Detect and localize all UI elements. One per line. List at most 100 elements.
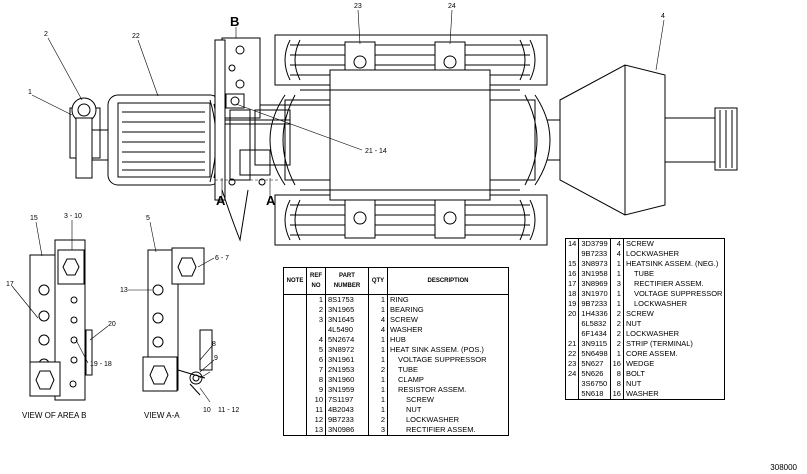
cell-part: 5N627: [578, 359, 611, 369]
cell-desc: VOLTAGE SUPPRESSOR: [387, 355, 509, 365]
cell-part: 6F1434: [578, 329, 611, 339]
cell-note: [283, 405, 307, 415]
cell-desc: LOCKWASHER: [387, 415, 509, 425]
cell-note: [283, 365, 307, 375]
cell-desc: LOCKWASHER: [622, 329, 726, 339]
cell-ref: 9: [306, 385, 326, 395]
cell-note: [283, 335, 307, 345]
cell-qty: 4: [368, 325, 388, 335]
callout-8: 8: [212, 341, 216, 348]
callout-2: 2: [44, 31, 48, 38]
cell-ref: 22: [564, 349, 580, 359]
cell-desc: SCREW: [387, 395, 509, 405]
cell-qty: 16: [609, 359, 624, 369]
cell-ref: [564, 329, 580, 339]
cell-qty: 1: [609, 269, 624, 279]
cell-part: 3N8969: [578, 279, 611, 289]
cell-part: 3S6750: [578, 379, 611, 389]
parts-list-header: NOTE REF NO PART NUMBER QTY DESCRIPTION: [283, 267, 509, 295]
cell-qty: 2: [609, 309, 624, 319]
cell-ref: [564, 389, 580, 400]
cell-part: 9B7233: [325, 415, 369, 425]
cell-ref: 10: [306, 395, 326, 405]
cell-part: 5N6498: [578, 349, 611, 359]
callout-5: 5: [146, 215, 150, 222]
cell-note: [283, 315, 307, 325]
cell-desc: TUBE: [387, 365, 509, 375]
cell-qty: 1: [368, 294, 388, 305]
cell-desc: LOCKWASHER: [622, 299, 726, 309]
cell-desc: WEDGE: [622, 359, 726, 369]
cell-part: 4B2043: [325, 405, 369, 415]
cell-part: 3N1645: [325, 315, 369, 325]
cell-part: 3N9115: [578, 339, 611, 349]
heat-sink-bracket: [214, 37, 291, 242]
cell-ref: 2: [306, 305, 326, 315]
cell-note: [283, 415, 307, 425]
cell-ref: 23: [564, 359, 580, 369]
cell-ref: [564, 379, 580, 389]
cell-ref: 15: [564, 259, 580, 269]
cell-qty: 1: [609, 289, 624, 299]
hub-and-shaft: [547, 64, 738, 216]
cell-ref: 6: [306, 355, 326, 365]
cell-part: 3N8972: [325, 345, 369, 355]
col-ref: REF NO: [306, 267, 326, 295]
cell-ref: 24: [564, 369, 580, 379]
cell-part: 3N1970: [578, 289, 611, 299]
cell-desc: CLAMP: [387, 375, 509, 385]
exciter-core: [107, 94, 221, 186]
cell-ref: [564, 319, 580, 329]
cell-part: 3N1960: [325, 375, 369, 385]
cell-qty: 8: [609, 369, 624, 379]
cell-qty: 2: [609, 319, 624, 329]
cell-desc: WASHER: [622, 389, 726, 400]
cell-desc: WASHER: [387, 325, 509, 335]
cell-desc: BEARING: [387, 305, 509, 315]
cell-qty: 1: [609, 299, 624, 309]
cell-desc: STRIP (TERMINAL): [622, 339, 726, 349]
cell-part: 3N1965: [325, 305, 369, 315]
cell-qty: 1: [368, 385, 388, 395]
cell-note: [283, 305, 307, 315]
cell-desc: NUT: [622, 319, 726, 329]
cell-qty: 1: [368, 345, 388, 355]
cell-ref: 4: [306, 335, 326, 345]
cell-qty: 1: [368, 355, 388, 365]
cell-ref: 19: [564, 299, 580, 309]
cell-part: 5N2674: [325, 335, 369, 345]
cell-ref: 21: [564, 339, 580, 349]
callout-23: 23: [354, 3, 362, 10]
cell-ref: [306, 325, 326, 335]
callout-19-18: 19 - 18: [90, 361, 112, 368]
cell-qty: 1: [368, 335, 388, 345]
cell-ref: 7: [306, 365, 326, 375]
cell-qty: 2: [368, 365, 388, 375]
cell-part: 3N1959: [325, 385, 369, 395]
cell-ref: 14: [564, 238, 580, 249]
callout-21-14: 21 - 14: [365, 148, 387, 155]
cell-ref: 16: [564, 269, 580, 279]
callout-10: 10: [203, 407, 211, 414]
rotor-core: [260, 34, 551, 246]
cell-qty: 1: [609, 349, 624, 359]
view-b-leaders: [11, 220, 109, 364]
